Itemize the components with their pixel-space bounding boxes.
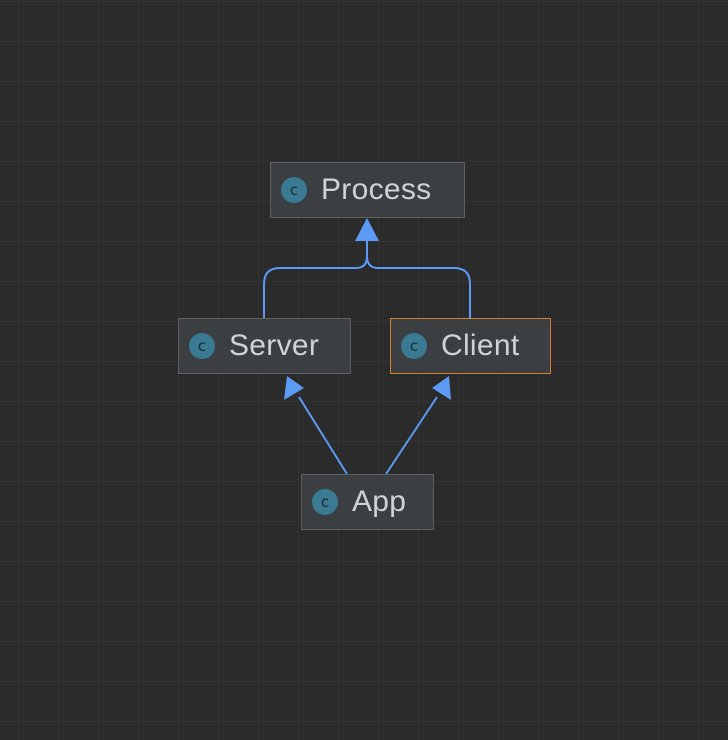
class-icon: c (281, 177, 307, 203)
class-node-client[interactable]: c Client (390, 318, 551, 374)
edge-app-to-client (385, 396, 438, 475)
class-node-label: Server (229, 329, 320, 362)
edge-app-to-server (298, 396, 348, 475)
class-node-app[interactable]: c App (301, 474, 434, 530)
class-node-server[interactable]: c Server (178, 318, 351, 374)
arrowhead-server (284, 376, 304, 400)
edge-client-to-process (366, 255, 471, 318)
class-node-label: Process (321, 173, 432, 206)
class-node-process[interactable]: c Process (270, 162, 465, 218)
class-icon: c (312, 489, 338, 515)
class-node-label: App (352, 485, 407, 518)
class-node-label: Client (441, 329, 520, 362)
class-icon: c (401, 333, 427, 359)
arrowhead-process (355, 218, 379, 241)
edge-server-to-process (263, 236, 368, 318)
arrowhead-client (432, 376, 451, 400)
class-icon: c (189, 333, 215, 359)
